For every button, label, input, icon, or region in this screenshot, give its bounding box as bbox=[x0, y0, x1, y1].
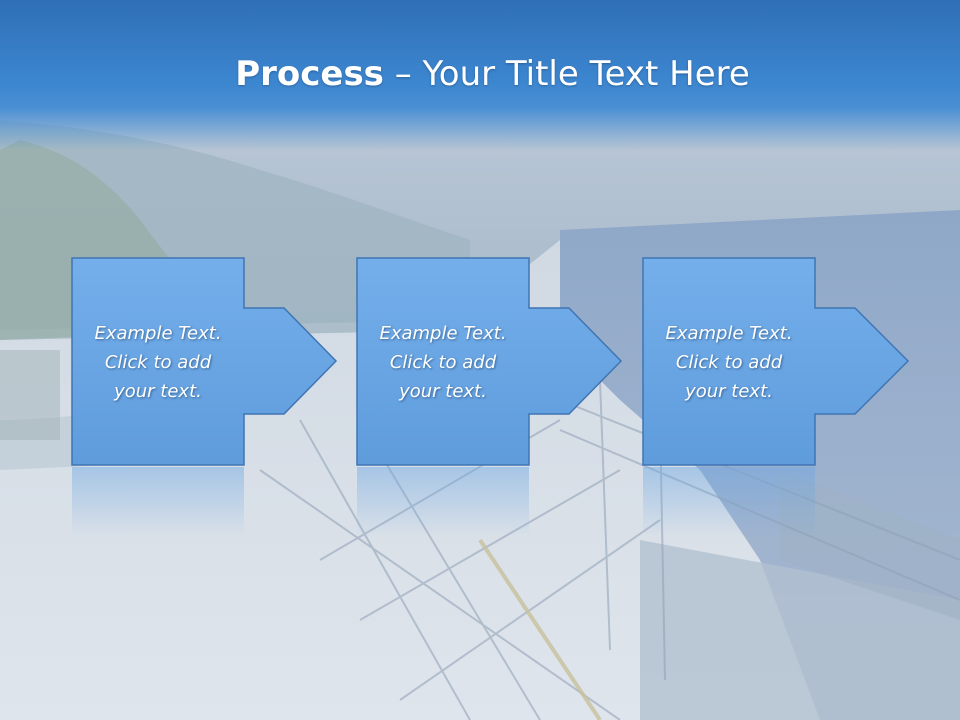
step-3-line-3: your text. bbox=[685, 380, 773, 402]
step-3-line-1: Example Text. bbox=[665, 322, 793, 344]
step-2-text: Example Text. Click to add your text. bbox=[357, 258, 529, 466]
step-2-line-1: Example Text. bbox=[379, 322, 507, 344]
step-1-line-2: Click to add bbox=[104, 351, 212, 373]
step-3-line-2: Click to add bbox=[675, 351, 783, 373]
step-2-line-2: Click to add bbox=[389, 351, 497, 373]
title-rest-part: – Your Title Text Here bbox=[383, 54, 750, 94]
process-step-1[interactable] bbox=[71, 257, 338, 537]
step-1-line-3: your text. bbox=[114, 380, 202, 402]
step-1-text: Example Text. Click to add your text. bbox=[72, 258, 244, 466]
title-banner bbox=[0, 0, 960, 150]
step-2-line-3: your text. bbox=[399, 380, 487, 402]
process-step-3[interactable] bbox=[642, 257, 910, 537]
process-step-2[interactable] bbox=[356, 257, 623, 537]
title-bold-part: Process bbox=[235, 54, 384, 94]
slide-title[interactable]: Process – Your Title Text Here bbox=[0, 52, 960, 96]
step-3-text: Example Text. Click to add your text. bbox=[643, 258, 815, 466]
step-1-line-1: Example Text. bbox=[94, 322, 222, 344]
